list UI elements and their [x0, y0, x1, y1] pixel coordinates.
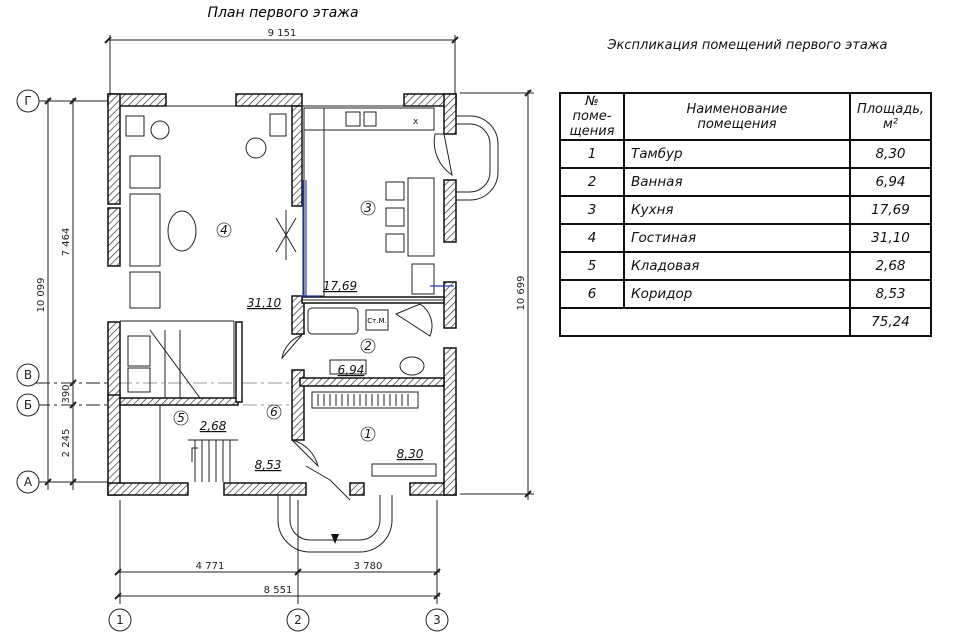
dim-right-total: 10 699 — [516, 276, 527, 311]
pipes — [300, 180, 454, 297]
room-6-area: 8,53 — [255, 458, 282, 472]
room-2-number: 2 — [364, 339, 372, 353]
room-1-area: 8,30 — [397, 447, 424, 461]
header-area: Площадь,м² — [848, 92, 933, 141]
room-3-number: 3 — [364, 201, 372, 215]
table-row: 2 Ванная 6,94 — [559, 167, 933, 197]
table-row: 5 Кладовая 2,68 — [559, 251, 933, 281]
row-num: 4 — [559, 223, 625, 253]
axis-label-v: В — [24, 368, 32, 382]
row-name: Коридор — [623, 279, 851, 309]
dim-bottom-seg2: 3 780 — [354, 561, 383, 572]
dim-bottom-seg1: 4 771 — [196, 561, 225, 572]
row-name: Кухня — [623, 195, 851, 225]
dim-top-total: 9 151 — [268, 28, 297, 39]
row-num: 5 — [559, 251, 625, 281]
entrance-arrow — [331, 534, 339, 544]
svg-text:x: x — [413, 117, 419, 127]
axis-label-b: Б — [24, 398, 32, 412]
row-name: Ванная — [623, 167, 851, 197]
axis-label-3: 3 — [433, 613, 441, 627]
total-spacer — [559, 307, 851, 337]
room-5-area: 2,68 — [200, 419, 227, 433]
row-area: 17,69 — [848, 195, 933, 225]
table-row: 3 Кухня 17,69 — [559, 195, 933, 225]
room-3-area: 17,69 — [323, 279, 357, 293]
row-area: 8,30 — [848, 139, 933, 169]
dim-left-lower: 2 245 — [61, 429, 72, 458]
room-1-number: 1 — [364, 427, 372, 441]
row-num: 1 — [559, 139, 625, 169]
row-area: 8,53 — [848, 279, 933, 309]
axis-bubbles: Г В Б А 1 2 3 — [16, 89, 449, 632]
dim-left-upper: 7 464 — [61, 228, 72, 257]
table-row: 1 Тамбур 8,30 — [559, 139, 933, 169]
row-num: 6 — [559, 279, 625, 309]
dim-left-total: 10 099 — [36, 278, 47, 313]
axis-label-1: 1 — [116, 613, 124, 627]
table-row: 6 Коридор 8,53 — [559, 279, 933, 309]
room-2-area: 6,94 — [338, 363, 365, 377]
dim-left-mid: 390 — [61, 384, 72, 403]
total-area: 75,24 — [848, 307, 933, 337]
room-4-area: 31,10 — [247, 296, 282, 310]
dim-bottom-total: 8 551 — [264, 585, 293, 596]
row-name: Тамбур — [623, 139, 851, 169]
room-6-number: 6 — [270, 405, 278, 419]
room-5-number: 5 — [177, 411, 185, 425]
row-area: 2,68 — [848, 251, 933, 281]
axis-label-2: 2 — [294, 613, 302, 627]
explication-title: Экспликация помещений первого этажа — [607, 38, 888, 53]
room-4-number: 4 — [220, 223, 228, 237]
row-num: 2 — [559, 167, 625, 197]
axis-label-a: А — [24, 475, 33, 489]
row-name: Кладовая — [623, 251, 851, 281]
table-total-row: 75,24 — [559, 307, 933, 337]
axis-label-g: Г — [24, 94, 31, 108]
fixture-label: Ст.М. — [367, 317, 386, 325]
header-num: № поме-щения — [559, 92, 625, 141]
table-row: 4 Гостиная 31,10 — [559, 223, 933, 253]
row-area: 6,94 — [848, 167, 933, 197]
row-name: Гостиная — [623, 223, 851, 253]
dimension-lines — [36, 35, 534, 604]
radiator — [317, 394, 409, 406]
plan-title: План первого этажа — [207, 5, 358, 21]
row-num: 3 — [559, 195, 625, 225]
row-area: 31,10 — [848, 223, 933, 253]
